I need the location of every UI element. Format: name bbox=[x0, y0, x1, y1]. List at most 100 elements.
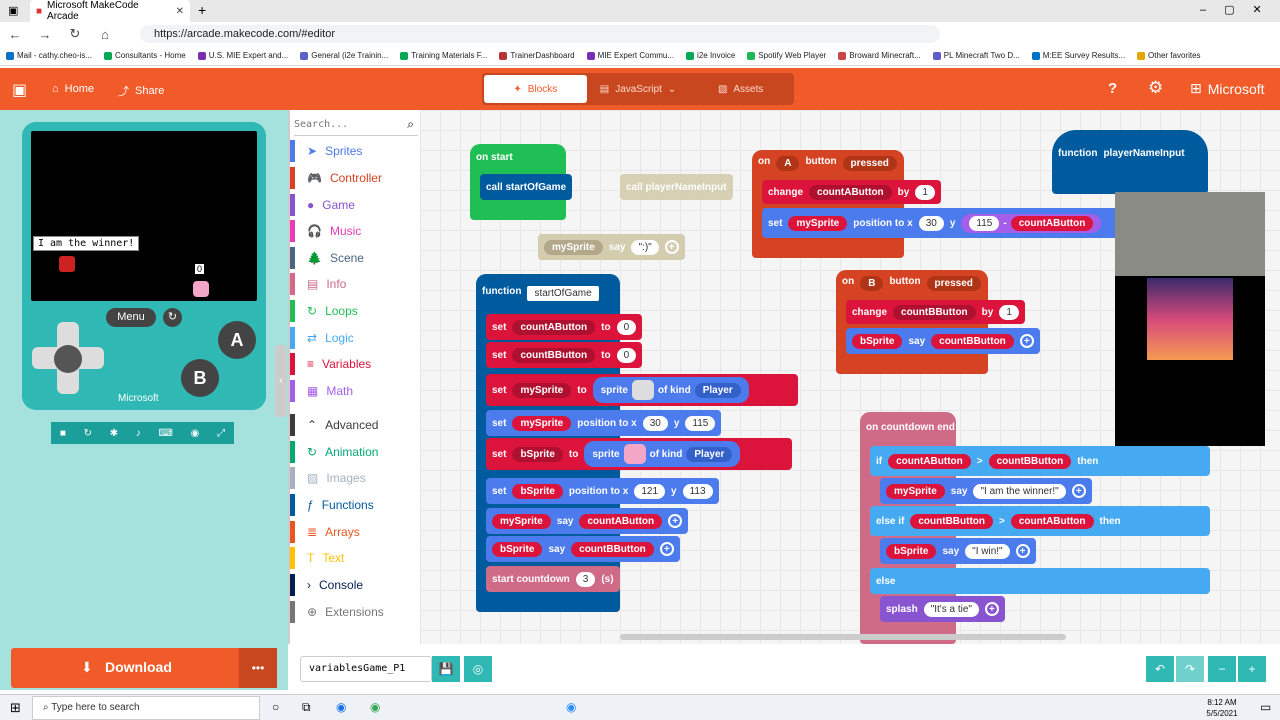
category-controller[interactable]: 🎮Controller bbox=[290, 167, 422, 189]
toolbox-search[interactable]: ⌕ bbox=[294, 114, 418, 136]
category-info[interactable]: ▤Info bbox=[290, 273, 422, 295]
zoom-in-icon[interactable]: + bbox=[1238, 656, 1266, 682]
collapse-simulator-icon[interactable]: ‹ bbox=[275, 345, 287, 417]
menu-button[interactable]: Menu bbox=[106, 308, 156, 327]
fullscreen-icon[interactable]: ⤢ bbox=[217, 427, 226, 439]
search-input[interactable] bbox=[294, 114, 394, 134]
bookmark-item[interactable]: PL Minecraft Two D... bbox=[927, 51, 1026, 60]
zoom-app-icon[interactable]: ◉ bbox=[566, 700, 577, 714]
call-player-input-block[interactable]: call playerNameInput bbox=[620, 174, 733, 200]
reload-icon[interactable]: ↻ bbox=[69, 26, 81, 41]
bookmark-item[interactable]: TrainerDashboard bbox=[493, 51, 580, 60]
add-icon[interactable]: + bbox=[1019, 334, 1034, 348]
game-screen[interactable]: I am the winner! 0 bbox=[31, 131, 257, 301]
restart-sim-icon[interactable]: ↻ bbox=[83, 427, 92, 439]
tab-blocks[interactable]: ✦ Blocks bbox=[484, 75, 587, 103]
category-extensions[interactable]: ⊕Extensions bbox=[290, 601, 422, 623]
bookmark-item[interactable]: MIE Expert Commu... bbox=[581, 51, 680, 60]
microsoft-logo[interactable]: ⊞ Microsoft bbox=[1190, 80, 1265, 97]
category-advanced[interactable]: ⌃Advanced bbox=[290, 414, 422, 436]
splash-block[interactable]: splash"It's a tie"+ bbox=[880, 596, 1005, 622]
category-game[interactable]: ●Game bbox=[290, 194, 422, 216]
category-arrays[interactable]: ≣Arrays bbox=[290, 521, 422, 543]
category-variables[interactable]: ≡Variables bbox=[290, 353, 422, 375]
redo-icon[interactable]: ↷ bbox=[1176, 656, 1204, 682]
zoom-out-icon[interactable]: − bbox=[1208, 656, 1236, 682]
horizontal-scrollbar[interactable] bbox=[620, 634, 1066, 640]
settings-gear-icon[interactable]: ⚙ bbox=[1148, 78, 1164, 97]
bookmark-item[interactable]: Spotify Web Player bbox=[741, 51, 832, 60]
home-button[interactable]: ⌂ Home bbox=[52, 83, 94, 95]
download-more-button[interactable]: ••• bbox=[239, 648, 277, 688]
taskbar-clock[interactable]: 8:12 AM 5/5/2021 bbox=[1206, 698, 1238, 718]
chrome-icon[interactable]: ◉ bbox=[370, 700, 381, 714]
bookmark-item[interactable]: Training Materials F... bbox=[394, 51, 493, 60]
share-button[interactable]: ⤴ Share bbox=[118, 85, 165, 98]
github-icon[interactable]: ◎ bbox=[464, 656, 492, 682]
category-logic[interactable]: ⇄Logic bbox=[290, 327, 422, 349]
undo-icon[interactable]: ↶ bbox=[1146, 656, 1174, 682]
tab-javascript[interactable]: ▤ JavaScript ⌄ bbox=[599, 83, 677, 95]
windows-start-icon[interactable]: ⊞ bbox=[10, 700, 21, 715]
home-icon[interactable]: ⌂ bbox=[101, 26, 109, 42]
else-block[interactable]: else bbox=[870, 568, 1210, 594]
bookmark-item[interactable]: General (i2e Trainin... bbox=[294, 51, 394, 60]
task-view-icon[interactable]: ⧉ bbox=[302, 700, 311, 714]
category-console[interactable]: ›Console bbox=[290, 574, 422, 596]
new-tab-icon[interactable]: + bbox=[198, 2, 207, 18]
debug-bug-icon[interactable]: ✱ bbox=[109, 427, 119, 439]
address-bar[interactable]: https://arcade.makecode.com/#editor bbox=[140, 25, 940, 43]
edge-icon[interactable]: ◉ bbox=[336, 700, 347, 714]
bookmark-item[interactable]: Other favorites bbox=[1131, 51, 1206, 60]
category-loops[interactable]: ↻Loops bbox=[290, 300, 422, 322]
keyboard-icon[interactable]: ⌨ bbox=[158, 427, 173, 439]
bookmark-item[interactable]: M:EE Survey Results... bbox=[1026, 51, 1131, 60]
project-name-input[interactable]: variablesGame_P1 bbox=[300, 656, 432, 682]
add-icon[interactable]: + bbox=[1071, 484, 1086, 498]
bookmark-item[interactable]: Mail - cathy.cheo-is... bbox=[0, 51, 98, 60]
add-icon[interactable]: + bbox=[668, 514, 683, 528]
close-tab-icon[interactable]: ✕ bbox=[175, 5, 184, 17]
save-icon[interactable]: 💾 bbox=[432, 656, 460, 682]
bookmark-item[interactable]: U.S. MIE Expert and... bbox=[192, 51, 295, 60]
mute-icon[interactable]: ♪ bbox=[135, 427, 141, 439]
forward-icon[interactable]: → bbox=[38, 26, 52, 42]
restart-icon[interactable]: ↻ bbox=[163, 308, 182, 327]
say-smile-block[interactable]: mySprite say ":)" + bbox=[538, 234, 685, 260]
category-music[interactable]: 🎧Music bbox=[290, 220, 422, 242]
add-icon[interactable]: + bbox=[1015, 544, 1030, 558]
cortana-icon[interactable]: ○ bbox=[272, 700, 280, 714]
screenshot-icon[interactable]: ◉ bbox=[190, 427, 200, 439]
browser-tab[interactable]: ■ Microsoft MakeCode Arcade ✕ bbox=[30, 0, 190, 22]
notification-icon[interactable]: ▭ bbox=[1260, 700, 1272, 714]
download-button[interactable]: ⬇ Download ••• bbox=[11, 648, 277, 688]
chevron-down-icon[interactable]: ⌄ bbox=[667, 83, 677, 95]
category-images[interactable]: ▨Images bbox=[290, 467, 422, 489]
stop-icon[interactable]: ■ bbox=[59, 427, 66, 439]
category-animation[interactable]: ↻Animation bbox=[290, 441, 422, 463]
back-icon[interactable]: ← bbox=[8, 26, 22, 42]
call-start-block[interactable]: call startOfGame bbox=[480, 174, 573, 200]
add-icon[interactable]: + bbox=[664, 240, 679, 254]
window-menu-icon[interactable]: ▣ bbox=[8, 5, 19, 17]
tab-assets[interactable]: ▧ Assets bbox=[717, 83, 764, 95]
b-button[interactable]: B bbox=[181, 359, 219, 397]
add-icon[interactable]: + bbox=[984, 602, 999, 616]
